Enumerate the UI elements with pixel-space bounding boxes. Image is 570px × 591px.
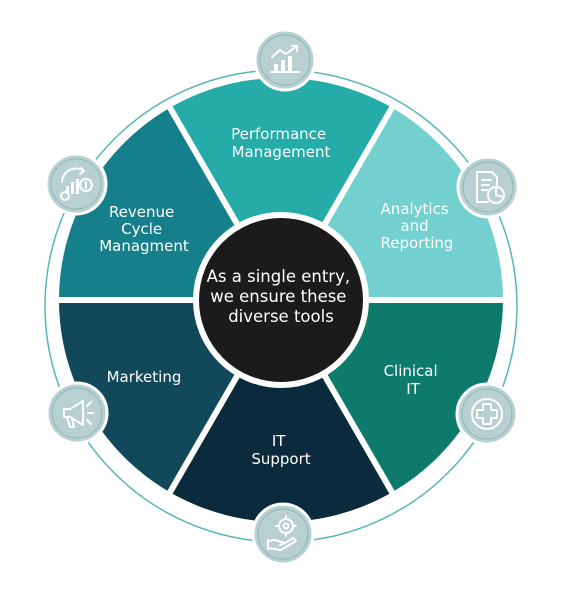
segment-sector-clinical [323, 302, 503, 491]
segment-label-line: Support [251, 450, 310, 468]
segment-label-line: Managment [99, 237, 189, 255]
segment-label-line: Clinical [384, 362, 438, 380]
segment-label-line: Performance [231, 125, 326, 143]
segment-label-line: Marketing [107, 368, 182, 386]
center-label-line: diverse tools [228, 307, 334, 326]
revenue-chart-icon [60, 167, 93, 201]
center-label-line: we ensure these [210, 287, 346, 306]
center-hub [193, 212, 369, 388]
segment-label-analytics: Analytics and Reporting [381, 200, 454, 252]
segment-label-line: IT [406, 380, 420, 398]
segment-label-revenue: Revenue Cycle Managment [99, 203, 189, 255]
megaphone-icon [63, 400, 94, 428]
segment-label-performance: Performance Management [231, 125, 331, 161]
segment-sector-marketing [59, 302, 239, 491]
segment-sectors [59, 78, 503, 522]
segment-label-line: and [400, 217, 428, 235]
segment-label-line: Analytics [381, 200, 449, 218]
segment-sector-analytics [323, 109, 503, 298]
badge-marketing [45, 381, 109, 445]
medical-cross-icon [471, 398, 503, 430]
report-document-icon [476, 171, 505, 204]
segment-label-line: Management [232, 143, 331, 161]
segment-label-line: IT [272, 432, 286, 450]
segment-label-line: Reporting [381, 234, 454, 252]
center-label-line: As a single entry, [207, 267, 350, 286]
badge-performance [253, 28, 317, 92]
badge-support [251, 502, 315, 566]
segment-label-support: IT Support [251, 432, 310, 468]
badge-clinical [455, 382, 519, 446]
segment-label-marketing: Marketing [107, 368, 182, 386]
segment-label-clinical: Clinical IT [384, 362, 443, 398]
segment-label-line: Revenue [109, 203, 174, 221]
badge-analytics [456, 155, 520, 219]
segment-label-line: Cycle [121, 220, 162, 238]
center-label: As a single entry, we ensure these diver… [207, 267, 356, 326]
badge-revenue [44, 152, 108, 216]
segment-sector-revenue [59, 109, 239, 298]
segment-sector-support [172, 370, 390, 522]
hand-gear-icon [267, 515, 297, 551]
segment-sector-performance [172, 78, 390, 230]
growth-chart-icon [270, 45, 300, 73]
